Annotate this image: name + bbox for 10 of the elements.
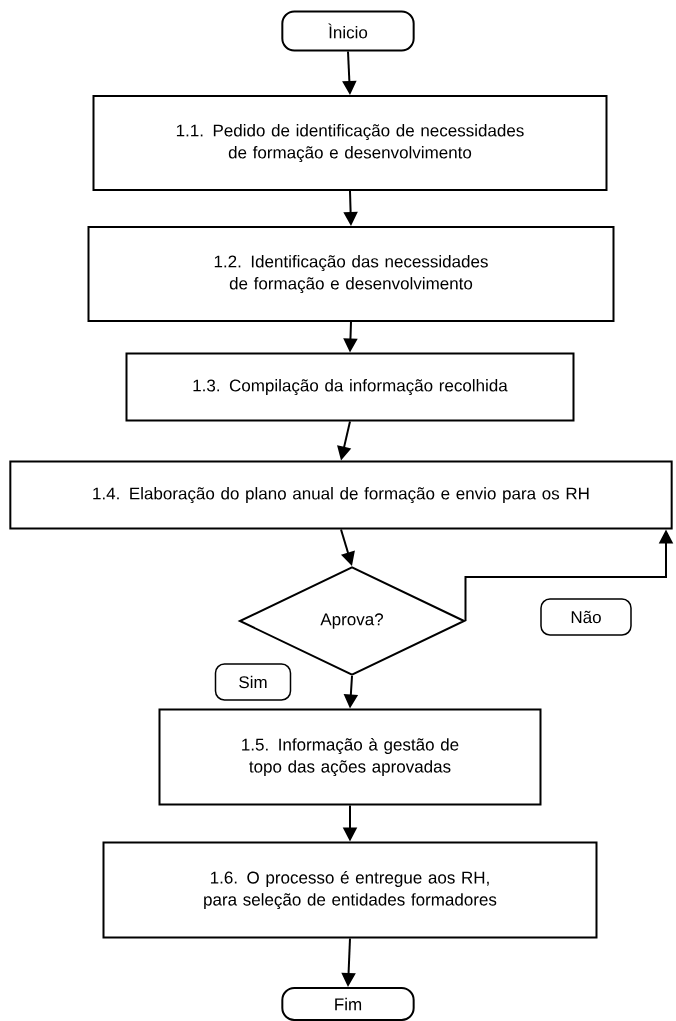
process-box: 1.2. Identificação das necessidades de formação e desenvolvimento (87, 226, 615, 322)
process-box: 1.3. Compilação da informação recolhida (125, 352, 575, 422)
process-box: 1.5. Informação à gestão de topo das ações aprovadas (158, 708, 542, 806)
terminal-box: Fim (281, 987, 415, 1021)
process-box: 1.1. Pedido de identificação de necessidades de formação e desenvolvimento (92, 95, 608, 191)
edge-label: Não (540, 598, 632, 636)
process-box: 1.6. O processo é entregue aos RH, para seleção de entidades formadores (102, 841, 598, 939)
process-box: 1.4. Elaboração do plano anual de formação e envio para os RH (9, 460, 673, 530)
edge-label: Sim (214, 663, 292, 701)
terminal-box: Ìnicio (281, 10, 415, 52)
